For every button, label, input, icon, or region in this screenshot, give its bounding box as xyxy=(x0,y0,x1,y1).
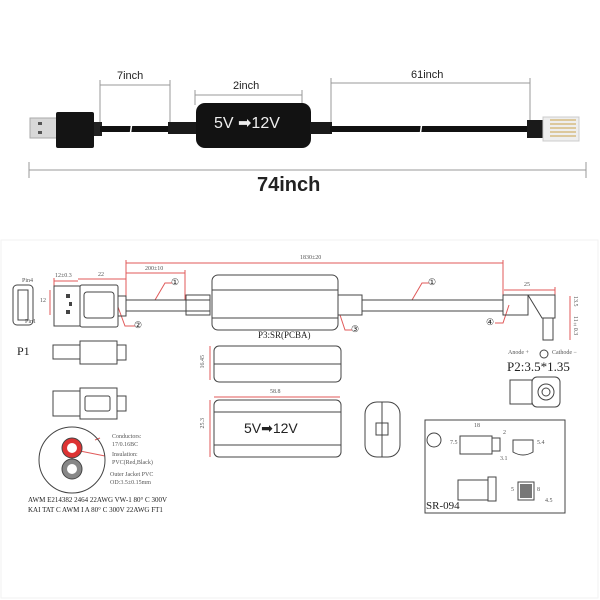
callout-3: ③ xyxy=(351,324,360,334)
sr-dim-h: 7.5 xyxy=(450,440,458,446)
insulation-spec: PVC(Red,Black) xyxy=(112,460,153,466)
dim-usb-cable: 200±10 xyxy=(145,266,164,272)
spec-line-2: KAI TAT C AWM I A 80° C 300V 22AWG FT1 xyxy=(28,506,163,514)
p3-label: P3:SR(PCBA) xyxy=(258,330,311,340)
p2-label: P2:3.5*1.35 xyxy=(507,359,570,374)
conductors-label: Conductors: xyxy=(112,434,142,440)
dim-usb-segment: 7inch xyxy=(117,70,144,82)
dim-total: 74inch xyxy=(257,174,321,196)
spec-line-1: AWM E214382 2464 22AWG VW-1 80° C 300V xyxy=(28,496,168,504)
conductors-spec: 17/0.16BC xyxy=(112,442,139,448)
sr-dim-8: 8 xyxy=(537,487,540,493)
dim-overall: 1830±20 xyxy=(300,255,322,261)
dim-module-height: 25.3 xyxy=(200,418,206,429)
jacket-spec: OD:3.5±0.15mm xyxy=(110,480,151,486)
insulation-label: Insulation: xyxy=(112,452,138,458)
callout-2: ② xyxy=(134,320,143,330)
jacket-label: Outer Jacket PVC xyxy=(110,472,154,478)
callout-1b: ① xyxy=(428,277,437,287)
cable-photo-graphic xyxy=(28,78,587,178)
dim-usb-body: 22 xyxy=(98,272,104,278)
sr-dim-len: 18 xyxy=(474,423,480,429)
dim-usb-height: 12 xyxy=(40,298,46,304)
module-photo-label: 5V ➡12V xyxy=(214,115,280,132)
dim-rj-segment: 61inch xyxy=(411,69,444,81)
anode-label: Anode + xyxy=(508,350,529,356)
dim-usb-tip: 12±0.3 xyxy=(55,273,72,279)
sr-dim-31: 3.1 xyxy=(500,456,508,462)
module-drawing-label: 5V➡12V xyxy=(244,420,298,436)
sr-dim-5: 5 xyxy=(511,487,514,493)
dim-dc-len: 25 xyxy=(524,282,530,288)
callout-4: ④ xyxy=(486,317,495,327)
pin1-label: Pin1 xyxy=(25,319,37,325)
sr-dim-54: 5.4 xyxy=(537,440,545,446)
callout-1a: ① xyxy=(171,277,180,287)
cathode-label: Cathode − xyxy=(552,350,577,356)
dim-module: 2inch xyxy=(233,80,260,92)
sr-title: SR-094 xyxy=(426,500,460,512)
dim-module-width: 58.8 xyxy=(270,389,281,395)
sr-dim-2: 2 xyxy=(503,430,506,436)
pin4-label: Pin4 xyxy=(22,278,34,284)
dim-dc-h2: 11±0.3 xyxy=(572,316,578,336)
dim-module-side-height: 16.45 xyxy=(200,355,206,369)
dim-dc-h1: 13.5 xyxy=(572,296,578,307)
p1-label: P1 xyxy=(17,344,30,358)
sr-dim-45: 4.5 xyxy=(545,498,553,504)
